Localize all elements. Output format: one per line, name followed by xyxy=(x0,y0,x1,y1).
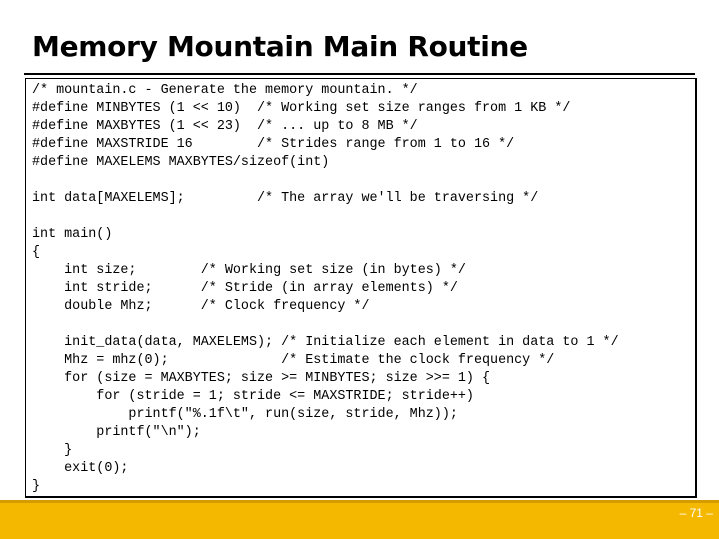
code-line: #define MINBYTES (1 << 10) /* Working se… xyxy=(32,101,571,116)
code-line: Mhz = mhz(0); /* Estimate the clock freq… xyxy=(32,353,555,368)
code-line: } xyxy=(32,443,73,458)
code-line: int main() xyxy=(32,227,113,242)
slide-title: Memory Mountain Main Routine xyxy=(32,30,528,63)
code-line: int size; /* Working set size (in bytes)… xyxy=(32,263,466,278)
code-line: { xyxy=(32,245,41,260)
code-line: printf("%.1f\t", run(size, stride, Mhz))… xyxy=(32,407,458,422)
code-listing: /* mountain.c - Generate the memory moun… xyxy=(32,82,619,496)
code-line: int stride; /* Stride (in array elements… xyxy=(32,281,458,296)
code-line: printf("\n"); xyxy=(32,425,201,440)
code-line: } xyxy=(32,479,41,494)
code-line xyxy=(32,316,619,334)
code-line: #define MAXSTRIDE 16 /* Strides range fr… xyxy=(32,137,515,152)
code-line: #define MAXBYTES (1 << 23) /* ... up to … xyxy=(32,119,418,134)
code-line: double Mhz; /* Clock frequency */ xyxy=(32,299,370,314)
code-line xyxy=(32,172,619,190)
code-line xyxy=(32,208,619,226)
footer-divider xyxy=(0,500,719,503)
code-line: init_data(data, MAXELEMS); /* Initialize… xyxy=(32,335,619,350)
code-line: for (stride = 1; stride <= MAXSTRIDE; st… xyxy=(32,389,474,404)
title-divider xyxy=(24,73,695,75)
footer-bar xyxy=(0,500,719,539)
code-line: #define MAXELEMS MAXBYTES/sizeof(int) xyxy=(32,155,330,170)
code-line: /* mountain.c - Generate the memory moun… xyxy=(32,83,418,98)
code-line: int data[MAXELEMS]; /* The array we'll b… xyxy=(32,191,539,206)
page-number: – 71 – xyxy=(679,506,713,520)
code-line: exit(0); xyxy=(32,461,129,476)
code-line: for (size = MAXBYTES; size >= MINBYTES; … xyxy=(32,371,491,386)
code-listing-frame xyxy=(25,78,697,498)
